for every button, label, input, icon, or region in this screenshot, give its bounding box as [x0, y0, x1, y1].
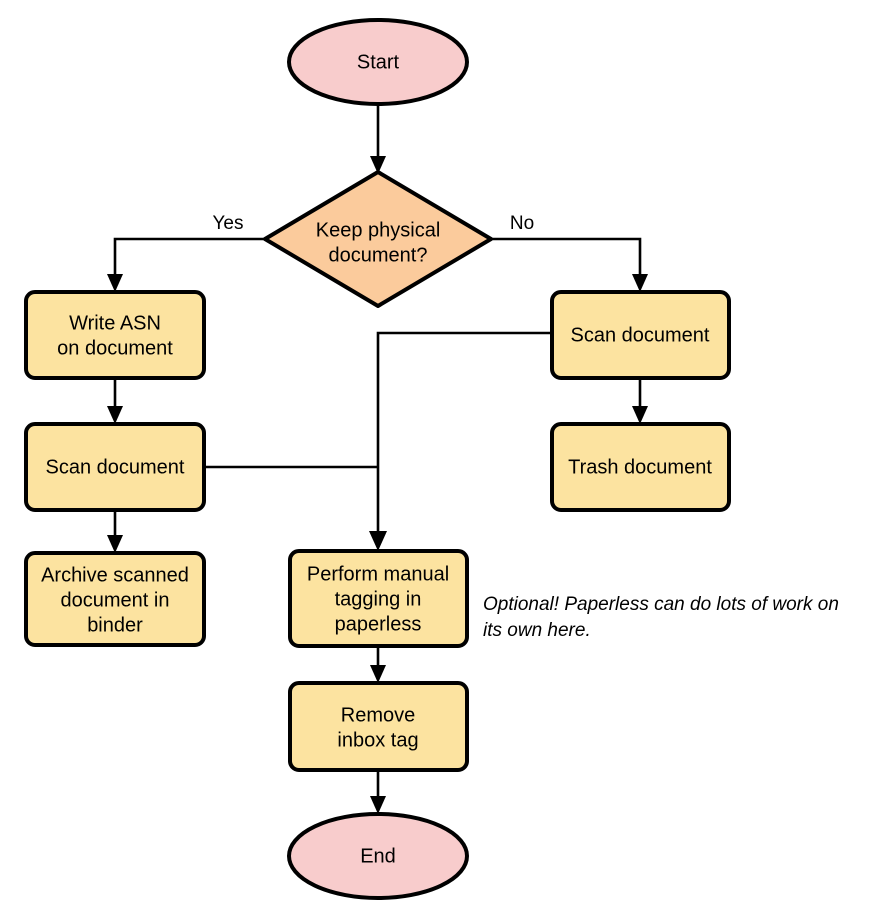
- node-write-asn[interactable]: Write ASN on document: [24, 290, 206, 380]
- optional-note-line1: Optional! Paperless can do lots of work …: [483, 594, 839, 615]
- edge-scan-right-to-trash: [632, 378, 648, 424]
- decision-label-line1: Keep physical: [316, 219, 441, 241]
- edge-label-no: No: [510, 213, 534, 234]
- remove-inbox-tag-label-line2: inbox tag: [337, 729, 418, 751]
- perform-manual-tagging-label-line1: Perform manual: [307, 563, 449, 585]
- node-scan-document-right[interactable]: Scan document: [550, 290, 731, 380]
- edge-write-asn-to-scan-left: [107, 378, 123, 424]
- node-perform-manual-tagging[interactable]: Perform manual tagging in paperless: [288, 549, 469, 648]
- decision-label-line2: document?: [329, 244, 428, 266]
- archive-scanned-label-line3: binder: [87, 614, 143, 636]
- node-archive-scanned[interactable]: Archive scanned document in binder: [24, 551, 206, 647]
- edge-decision-yes-to-write-asn: [107, 237, 265, 292]
- write-asn-label-line1: Write ASN: [69, 312, 161, 334]
- edge-decision-no-to-scan-right: [491, 237, 648, 292]
- end-label: End: [360, 845, 396, 867]
- start-label: Start: [357, 51, 400, 73]
- node-end[interactable]: End: [287, 812, 469, 900]
- archive-scanned-label-line1: Archive scanned: [41, 564, 189, 586]
- scan-document-left-rect-shape[interactable]: [24, 422, 206, 512]
- remove-inbox-tag-rect-shape[interactable]: [288, 681, 469, 772]
- end-ellipse-shape[interactable]: [287, 812, 469, 900]
- scan-document-right-label: Scan document: [571, 324, 710, 346]
- edge-remove-inbox-to-end: [370, 770, 386, 814]
- edge-start-to-decision: [370, 104, 386, 174]
- edge-scan-left-to-archive: [107, 510, 123, 553]
- write-asn-label-line2: on document: [57, 337, 173, 359]
- decision-diamond-shape[interactable]: [263, 170, 493, 308]
- optional-note-line2: its own here.: [483, 620, 591, 641]
- perform-manual-tagging-rect-shape[interactable]: [288, 549, 469, 648]
- scan-document-left-label: Scan document: [46, 456, 185, 478]
- scan-document-right-rect-shape[interactable]: [550, 290, 731, 380]
- perform-manual-tagging-label-line2: tagging in: [335, 588, 422, 610]
- trash-document-rect-shape[interactable]: [550, 422, 731, 512]
- node-remove-inbox-tag[interactable]: Remove inbox tag: [288, 681, 469, 772]
- edge-tagging-to-remove-inbox: [370, 646, 386, 683]
- start-ellipse-shape[interactable]: [287, 18, 469, 106]
- archive-scanned-label-line2: document in: [61, 589, 170, 611]
- edge-scan-right-to-tagging: [369, 331, 552, 551]
- perform-manual-tagging-label-line3: paperless: [335, 613, 422, 635]
- node-trash-document[interactable]: Trash document: [550, 422, 731, 512]
- archive-scanned-rect-shape[interactable]: [24, 551, 206, 647]
- remove-inbox-tag-label-line1: Remove: [341, 704, 415, 726]
- annotation-optional-note: Optional! Paperless can do lots of work …: [483, 594, 839, 641]
- node-decision-keep-physical[interactable]: Keep physical document?: [263, 170, 493, 308]
- trash-document-label: Trash document: [568, 456, 712, 478]
- node-scan-document-left[interactable]: Scan document: [24, 422, 206, 512]
- write-asn-rect-shape[interactable]: [24, 290, 206, 380]
- node-start[interactable]: Start: [287, 18, 469, 106]
- connector-layer: [107, 104, 648, 814]
- edge-label-yes: Yes: [213, 213, 244, 234]
